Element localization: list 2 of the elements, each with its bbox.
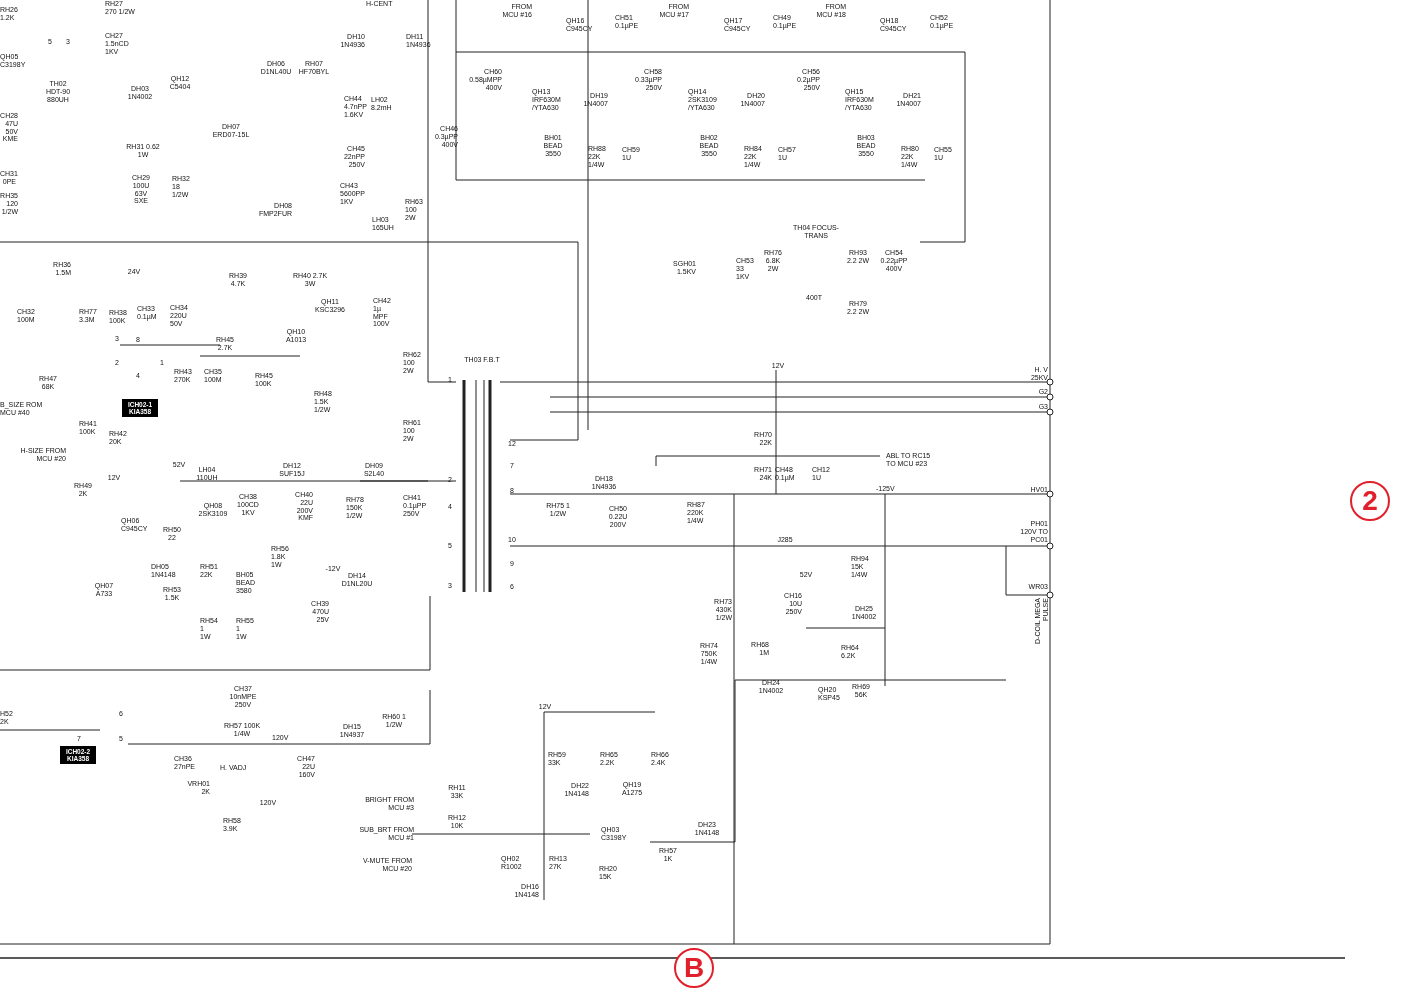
page-marker-circle: B xyxy=(674,948,714,988)
page-marker-circle: 2 xyxy=(1350,481,1390,521)
